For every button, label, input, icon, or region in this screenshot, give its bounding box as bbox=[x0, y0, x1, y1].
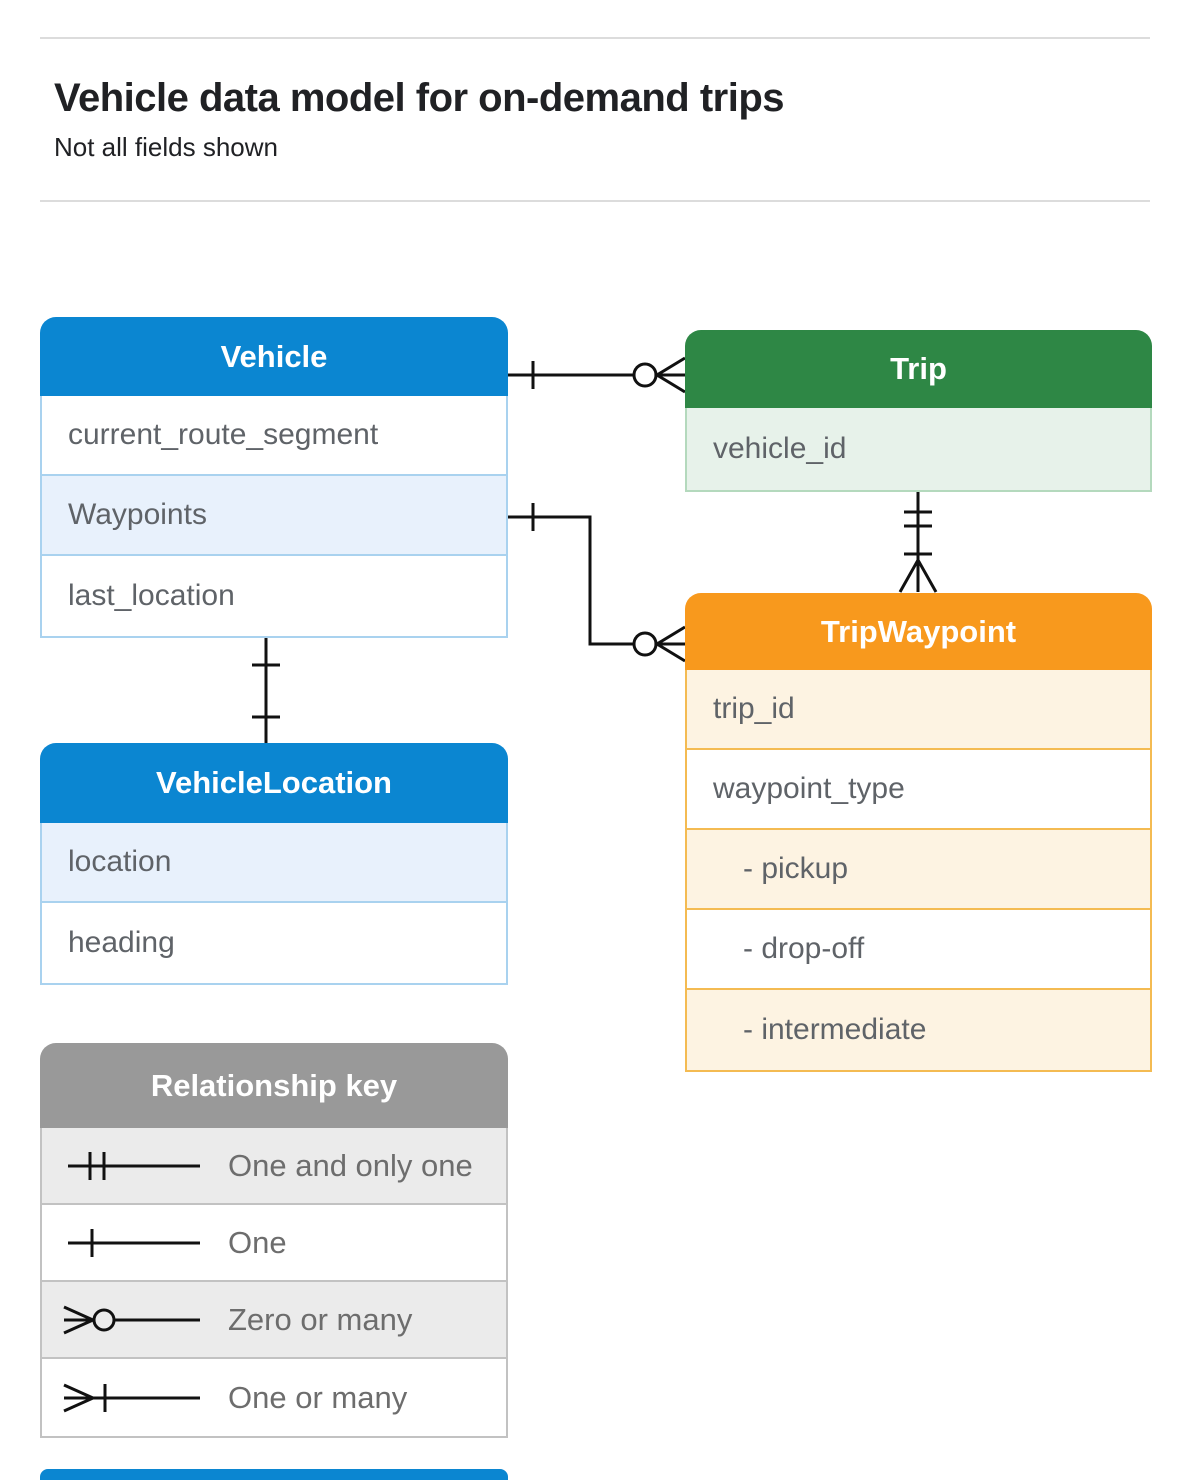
field-drop-off: - drop-off bbox=[687, 910, 1150, 990]
table-trip-title: Trip bbox=[685, 330, 1152, 408]
relationship-key-title: Relationship key bbox=[40, 1043, 508, 1128]
page-title: Vehicle data model for on-demand trips bbox=[54, 76, 785, 120]
field-vehicle-id: vehicle_id bbox=[687, 408, 1150, 490]
key-row-zero-or-many: Zero or many bbox=[42, 1282, 506, 1359]
table-tripwaypoint-title: TripWaypoint bbox=[685, 593, 1152, 670]
key-row-one-and-only-one: One and only one bbox=[42, 1128, 506, 1205]
partial-table-header bbox=[40, 1469, 508, 1480]
zero-or-many-icon bbox=[60, 1298, 228, 1342]
key-row-one-or-many: One or many bbox=[42, 1359, 506, 1436]
connector-vehicle-trip bbox=[508, 356, 686, 394]
field-location: location bbox=[42, 823, 506, 903]
key-label: One and only one bbox=[228, 1147, 473, 1183]
connector-waypoints-tripwaypoint bbox=[508, 503, 686, 663]
key-label: One or many bbox=[228, 1379, 408, 1415]
connector-trip-tripwaypoint bbox=[898, 490, 938, 593]
table-tripwaypoint: TripWaypoint trip_id waypoint_type - pic… bbox=[685, 593, 1152, 1072]
connector-vehicle-vehiclelocation bbox=[252, 636, 280, 743]
table-trip: Trip vehicle_id bbox=[685, 330, 1152, 492]
one-or-many-icon bbox=[60, 1376, 228, 1420]
field-waypoints: Waypoints bbox=[42, 476, 506, 556]
field-trip-id: trip_id bbox=[687, 670, 1150, 750]
field-waypoint-type: waypoint_type bbox=[687, 750, 1150, 830]
table-vehiclelocation-title: VehicleLocation bbox=[40, 743, 508, 823]
one-and-only-one-icon bbox=[60, 1144, 228, 1188]
header-divider bbox=[40, 200, 1150, 202]
table-vehicle: Vehicle current_route_segment Waypoints … bbox=[40, 317, 508, 638]
field-pickup: - pickup bbox=[687, 830, 1150, 910]
table-vehicle-title: Vehicle bbox=[40, 317, 508, 396]
top-divider bbox=[40, 37, 1150, 39]
relationship-key: Relationship key One and only one bbox=[40, 1043, 508, 1438]
key-row-one: One bbox=[42, 1205, 506, 1282]
key-label: Zero or many bbox=[228, 1301, 413, 1337]
field-last-location: last_location bbox=[68, 579, 235, 612]
field-heading: heading bbox=[68, 926, 175, 959]
key-label: One bbox=[228, 1224, 287, 1260]
one-icon bbox=[60, 1221, 228, 1265]
field-intermediate: - intermediate bbox=[687, 990, 1150, 1070]
page-subtitle: Not all fields shown bbox=[54, 132, 278, 162]
table-vehiclelocation: VehicleLocation location heading bbox=[40, 743, 508, 985]
field-current-route-segment: current_route_segment bbox=[42, 396, 506, 476]
